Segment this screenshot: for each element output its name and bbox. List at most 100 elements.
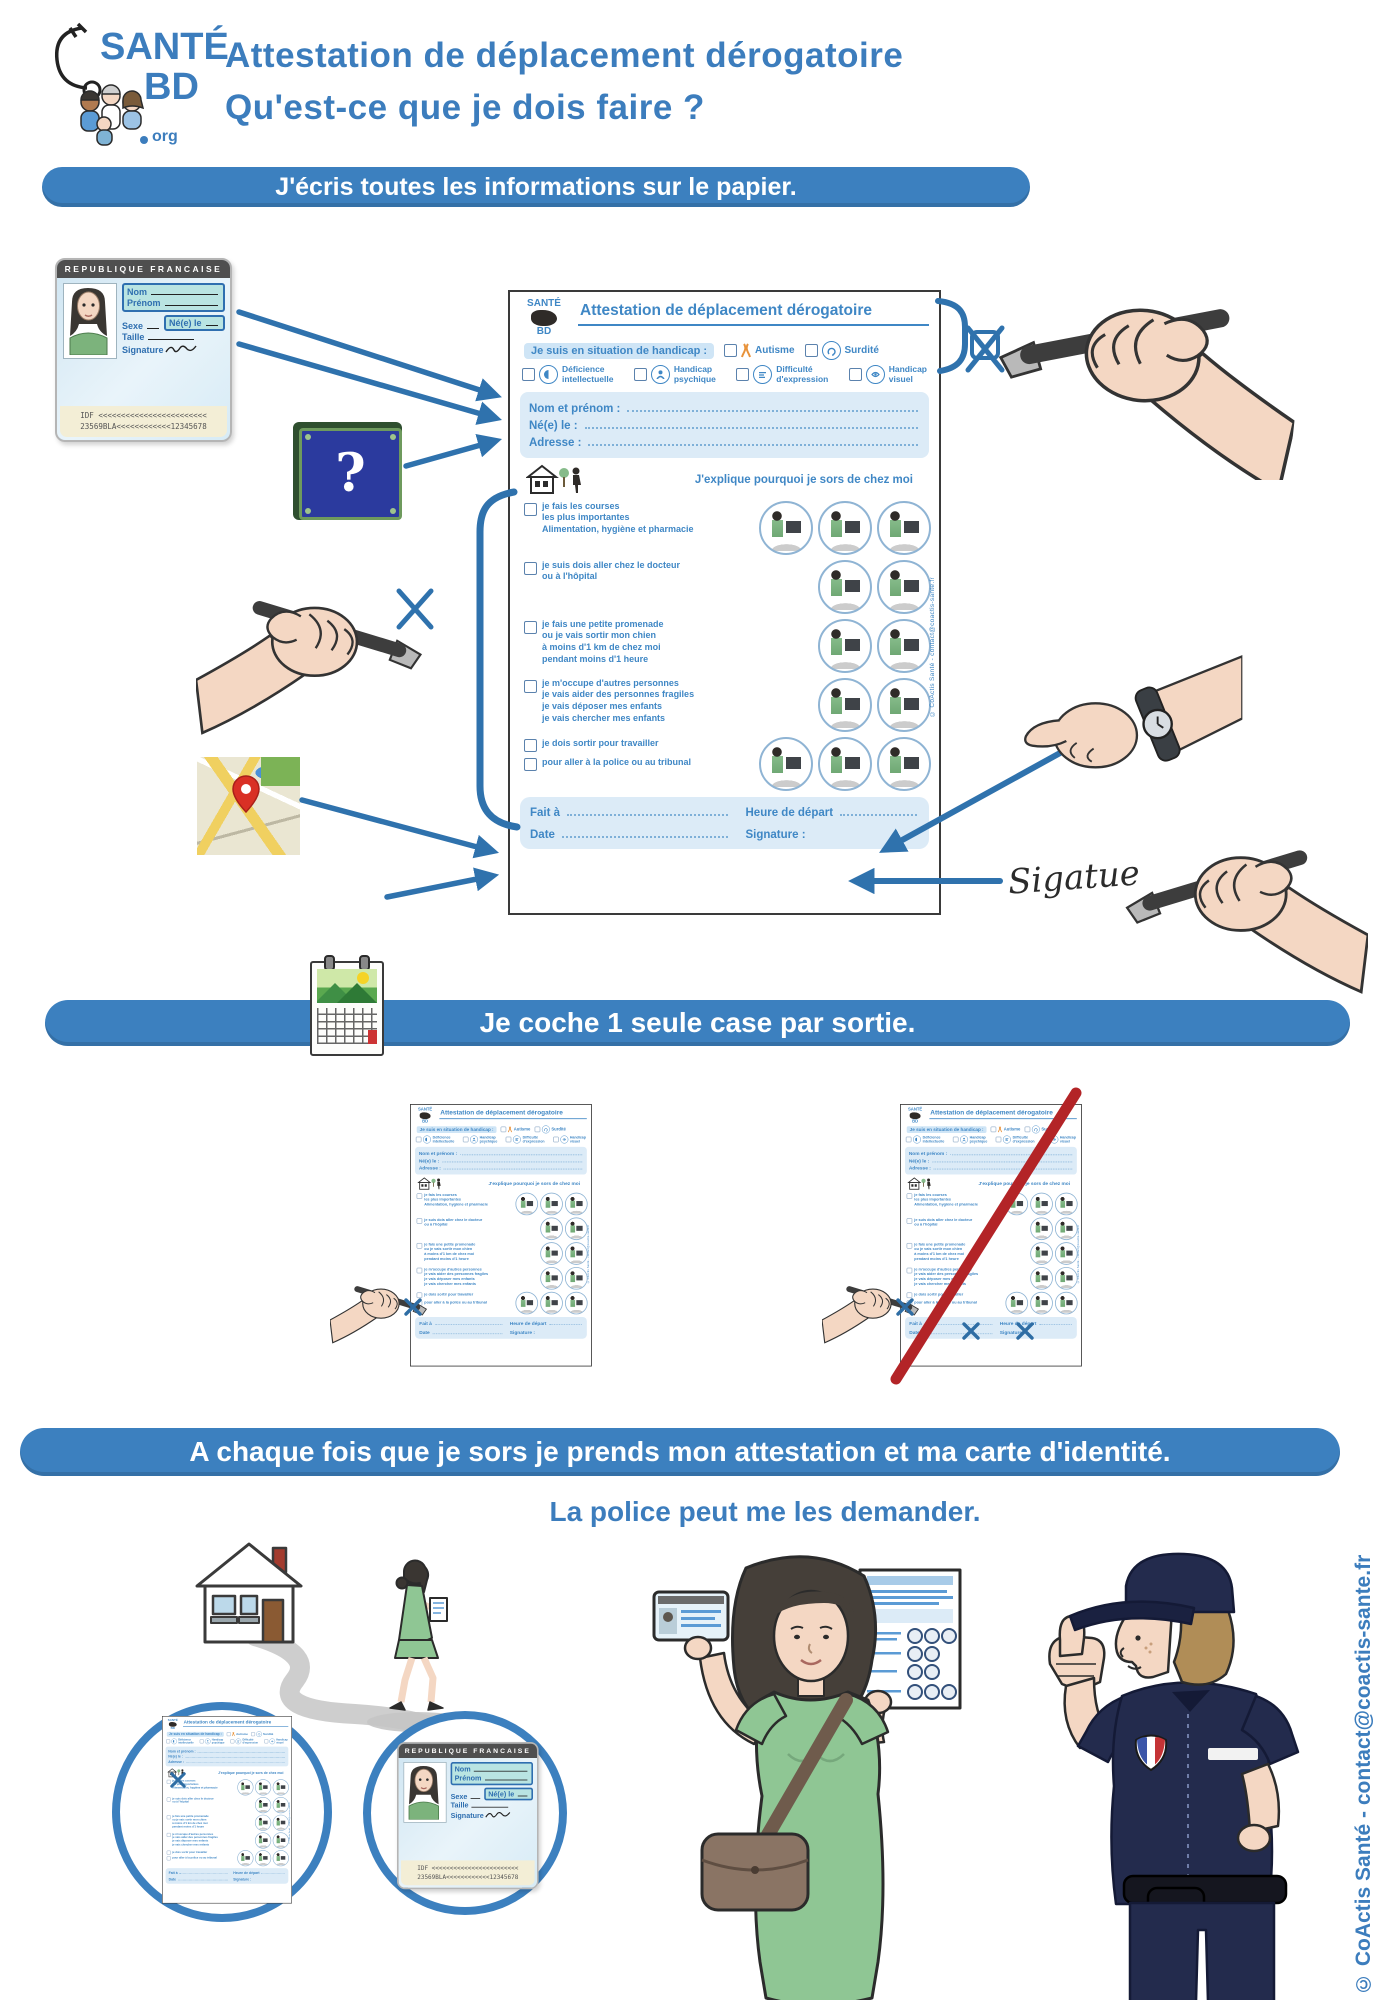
banner-step2: Je coche 1 seule case par sortie.: [45, 1000, 1350, 1046]
picto-aide-1: [540, 1266, 563, 1290]
form-copyright: © CoActis Santé - contact@coactis-sante.…: [288, 1802, 291, 1845]
id-card-name-box: Nom Prénom: [450, 1762, 533, 1786]
checkbox-surdite: [250, 1732, 255, 1737]
date-label: Date: [168, 1877, 177, 1882]
picto-tribunal: [564, 1291, 588, 1315]
form-identity-fields: Nom et prénom : Né(e) le : Adresse :: [165, 1746, 289, 1767]
fait-a-label: Fait à: [168, 1870, 178, 1875]
ear-icon: [1031, 1125, 1040, 1134]
form-footer: Fait à Heure de départ Date Signature :: [905, 1316, 1077, 1339]
street-sign: ?: [293, 422, 402, 520]
person-icon: [960, 1135, 968, 1144]
signature-field-label: Signature :: [233, 1877, 252, 1882]
ribbon-icon: [741, 343, 752, 358]
checkbox-travail: [906, 1292, 913, 1298]
picto-docteur: [540, 1217, 563, 1240]
date-label: Date: [530, 828, 555, 841]
head-icon: [423, 1135, 431, 1144]
form-title: Attestation de déplacement dérogatoire: [439, 1108, 587, 1120]
id-card: REPUBLIQUE FRANCAISE Nom Prénom: [55, 258, 232, 442]
ear-icon: [821, 341, 841, 360]
picto-docteur: [818, 559, 872, 614]
logo-sante-text: SANTÉ: [100, 26, 229, 68]
reason-travail: je dois sortir pour travailler pour alle…: [416, 1291, 588, 1315]
santebd-logo: SANTÉ BD org: [48, 18, 229, 158]
field-ne: Né(e) le :: [908, 1158, 930, 1164]
ear-icon: [541, 1125, 550, 1134]
person-icon: [650, 365, 670, 385]
head-icon: [171, 1738, 177, 1745]
signature-field-label: Signature :: [999, 1330, 1025, 1336]
form-logo: SANTÉ BD: [907, 1107, 923, 1124]
banner-step3: A chaque fois que je sors je prends mon …: [20, 1428, 1340, 1476]
arrow-map-to-fait: [299, 797, 500, 859]
field-adresse: Adresse :: [418, 1165, 441, 1171]
picto-chien: [877, 618, 931, 673]
signature-field-label: Signature :: [509, 1330, 535, 1336]
x-mark-forbidden-2: [962, 1322, 980, 1340]
checkbox-tribunal: [166, 1856, 171, 1861]
id-sexe-label: Sexe: [122, 321, 144, 331]
field-nom: Nom et prénom :: [529, 402, 621, 415]
picto-chien: [564, 1241, 588, 1265]
reason-travail: je dois sortir pour travailler pour alle…: [906, 1291, 1078, 1315]
checkbox-autisme: [500, 1126, 507, 1133]
id-signature-label: Signature: [122, 345, 164, 355]
picto-hopital: [1054, 1217, 1078, 1240]
picto-courses-2: [540, 1192, 563, 1216]
id-taille-label: Taille: [122, 332, 145, 342]
checkbox-promenade: [166, 1815, 171, 1820]
picto-aide-1: [255, 1832, 272, 1849]
form-footer: Fait à Heure de départ Date Signature :: [165, 1867, 289, 1884]
picto-aide-1: [818, 677, 872, 732]
heure-label: Heure de départ: [745, 806, 834, 819]
fait-a-label: Fait à: [530, 806, 561, 819]
field-nom: Nom et prénom :: [908, 1151, 948, 1157]
fait-a-label: Fait à: [419, 1320, 432, 1326]
logo-bd-text: BD: [144, 66, 199, 108]
option-autisme: Autisme: [500, 1126, 530, 1133]
picto-promenade: [255, 1814, 272, 1831]
id-sexe-label: Sexe: [450, 1792, 468, 1801]
id-card-birth-box: Né(e) le: [164, 315, 225, 331]
checkbox-surdite: [534, 1126, 540, 1133]
speech-icon: [753, 365, 773, 385]
form-copyright: © CoActis Santé - contact@coactis-sante.…: [929, 577, 936, 717]
banner-step1: J'écris toutes les informations sur le p…: [42, 167, 1030, 207]
why-label: J'explique pourquoi je sors de chez moi: [218, 1771, 284, 1775]
form-copyright: © CoActis Santé - contact@coactis-sante.…: [586, 1224, 590, 1284]
picto-police: [540, 1291, 563, 1315]
page-title-line2: Qu'est-ce que je dois faire ?: [225, 88, 705, 127]
form-logo: SANTÉ BD: [417, 1107, 433, 1124]
leaving-home-icon: [417, 1177, 441, 1190]
checkbox-surdite: [1024, 1126, 1030, 1133]
date-label: Date: [909, 1330, 920, 1336]
speech-icon: [1003, 1135, 1011, 1144]
ribbon-icon: [507, 1126, 513, 1133]
handicap-label: Je suis en situation de handicap :: [906, 1126, 987, 1133]
ear-icon: [256, 1731, 262, 1737]
checkbox-docteur: [166, 1797, 171, 1802]
held-id-card: [652, 1590, 730, 1642]
why-label: J'explique pourquoi je sors de chez moi: [488, 1181, 581, 1187]
option-autisme: Autisme: [226, 1732, 248, 1737]
checkbox-courses: [416, 1193, 423, 1199]
map-icon: [197, 757, 300, 855]
option-autisme: Autisme: [990, 1126, 1020, 1133]
mini-form-correct: SANTÉ BD Attestation de déplacement déro…: [410, 1104, 592, 1367]
form-footer: Fait à Heure de départ Date Signature :: [520, 796, 929, 849]
picto-hopital: [272, 1796, 289, 1814]
picto-courses-1: [237, 1779, 254, 1796]
field-nom: Nom et prénom :: [168, 1749, 196, 1754]
